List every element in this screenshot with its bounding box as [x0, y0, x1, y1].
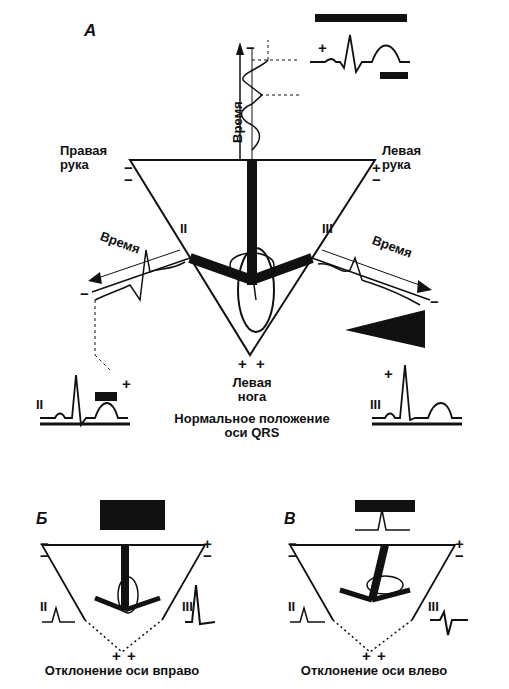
limb-label: Левая нога	[222, 376, 282, 405]
panel-letter: А	[84, 22, 96, 41]
panel-letter: В	[284, 510, 296, 528]
lead-label: III	[182, 600, 193, 614]
polarity-sign: −	[455, 548, 464, 565]
ecg-wave	[372, 365, 462, 420]
ecg-wave	[290, 608, 325, 622]
ecg-wave	[310, 35, 410, 72]
limb-label: Правая рука	[60, 144, 120, 173]
ecg-trace	[318, 258, 420, 305]
einthoven-triangle	[130, 160, 375, 355]
ecg-trace	[95, 250, 185, 300]
ecg-wave	[40, 375, 128, 425]
polarity-sign: −	[246, 40, 255, 57]
panel-letter: Б	[36, 510, 47, 528]
lead-label: II	[180, 222, 187, 236]
polarity-sign: +	[377, 648, 386, 665]
axis-label: Время	[98, 229, 142, 257]
panel-caption: Отклонение оси влево	[301, 664, 447, 678]
qrs-loop	[238, 248, 274, 332]
polarity-sign: +	[384, 366, 393, 383]
lead-label: III	[428, 600, 439, 614]
lead-label: III	[322, 222, 333, 236]
polarity-sign: +	[127, 648, 136, 665]
polarity-sign: −	[40, 548, 49, 565]
lead-label: III	[370, 398, 381, 412]
polarity-sign: −	[430, 294, 439, 311]
lead-label: II	[288, 600, 295, 614]
polarity-sign: −	[288, 548, 297, 565]
polarity-sign: +	[362, 648, 371, 665]
polarity-sign: −	[80, 286, 89, 303]
polarity-sign: +	[122, 376, 131, 393]
polarity-sign: +	[112, 648, 121, 665]
polarity-sign: +	[318, 40, 327, 57]
limb-label: Левая рука	[382, 144, 442, 173]
polarity-sign: +	[256, 356, 265, 373]
lead-label: II	[40, 600, 47, 614]
polarity-sign: −	[124, 172, 133, 189]
axis-label: Время	[231, 101, 245, 143]
axis-label: Время	[370, 233, 414, 261]
polarity-sign: −	[203, 548, 212, 565]
panel-caption: Нормальное положение оси QRS	[162, 412, 342, 441]
panel-caption: Отклонение оси вправо	[45, 664, 199, 678]
polarity-sign: +	[238, 356, 247, 373]
lead-label: II	[36, 398, 43, 412]
polarity-sign: −	[372, 172, 381, 189]
ecg-wave	[430, 612, 468, 635]
ecg-trace	[242, 60, 269, 150]
